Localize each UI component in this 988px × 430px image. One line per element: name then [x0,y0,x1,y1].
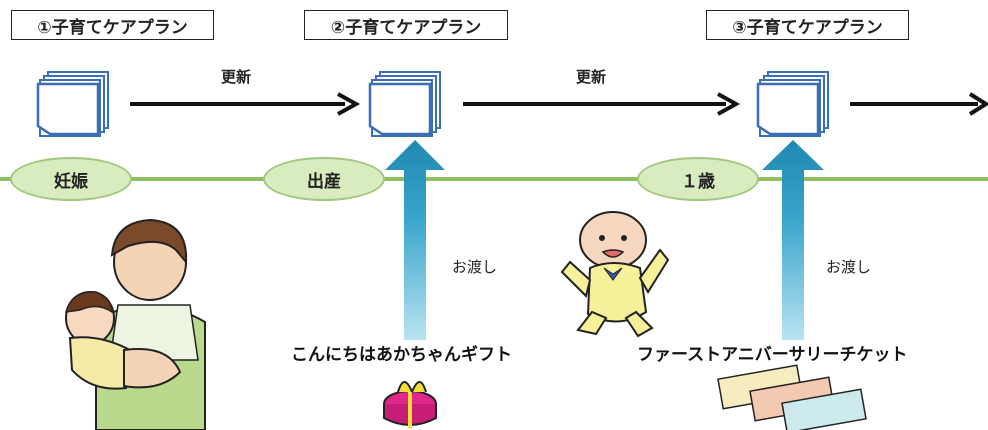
baby-illustration [560,211,670,338]
update-arrow-1 [130,92,361,116]
tickets-icon [717,364,867,430]
update-arrow-2 [463,92,741,116]
handover-arrow-1 [385,140,445,340]
plan-title-3: ③子育てケアプラン [706,10,909,40]
gift-box-icon [383,381,437,428]
document-stack-icon-3 [756,71,829,137]
milestone-label: 出産 [307,171,341,192]
milestone-birth: 出産 [263,157,385,201]
plan-title-2: ②子育てケアプラン [304,10,508,40]
mother-baby-illustration [64,218,206,430]
gift-name-1: こんにちはあかちゃんギフト [291,345,512,365]
milestone-label: 妊娠 [54,171,88,192]
document-stack-icon-1 [36,71,109,137]
plan-title-1: ①子育てケアプラン [11,10,214,40]
milestone-label: １歳 [681,171,715,192]
gift-name-2: ファーストアニバーサリーチケット [637,345,908,365]
update-arrow-3 [850,92,988,116]
milestone-one-year: １歳 [637,157,759,201]
update-label-2: 更新 [576,68,607,86]
handover-label-1: お渡し [452,258,498,276]
handover-arrow-2 [762,140,824,340]
update-label-1: 更新 [221,68,252,86]
handover-label-2: お渡し [826,258,872,276]
document-stack-icon-2 [368,71,441,137]
milestone-pregnancy: 妊娠 [10,157,132,201]
